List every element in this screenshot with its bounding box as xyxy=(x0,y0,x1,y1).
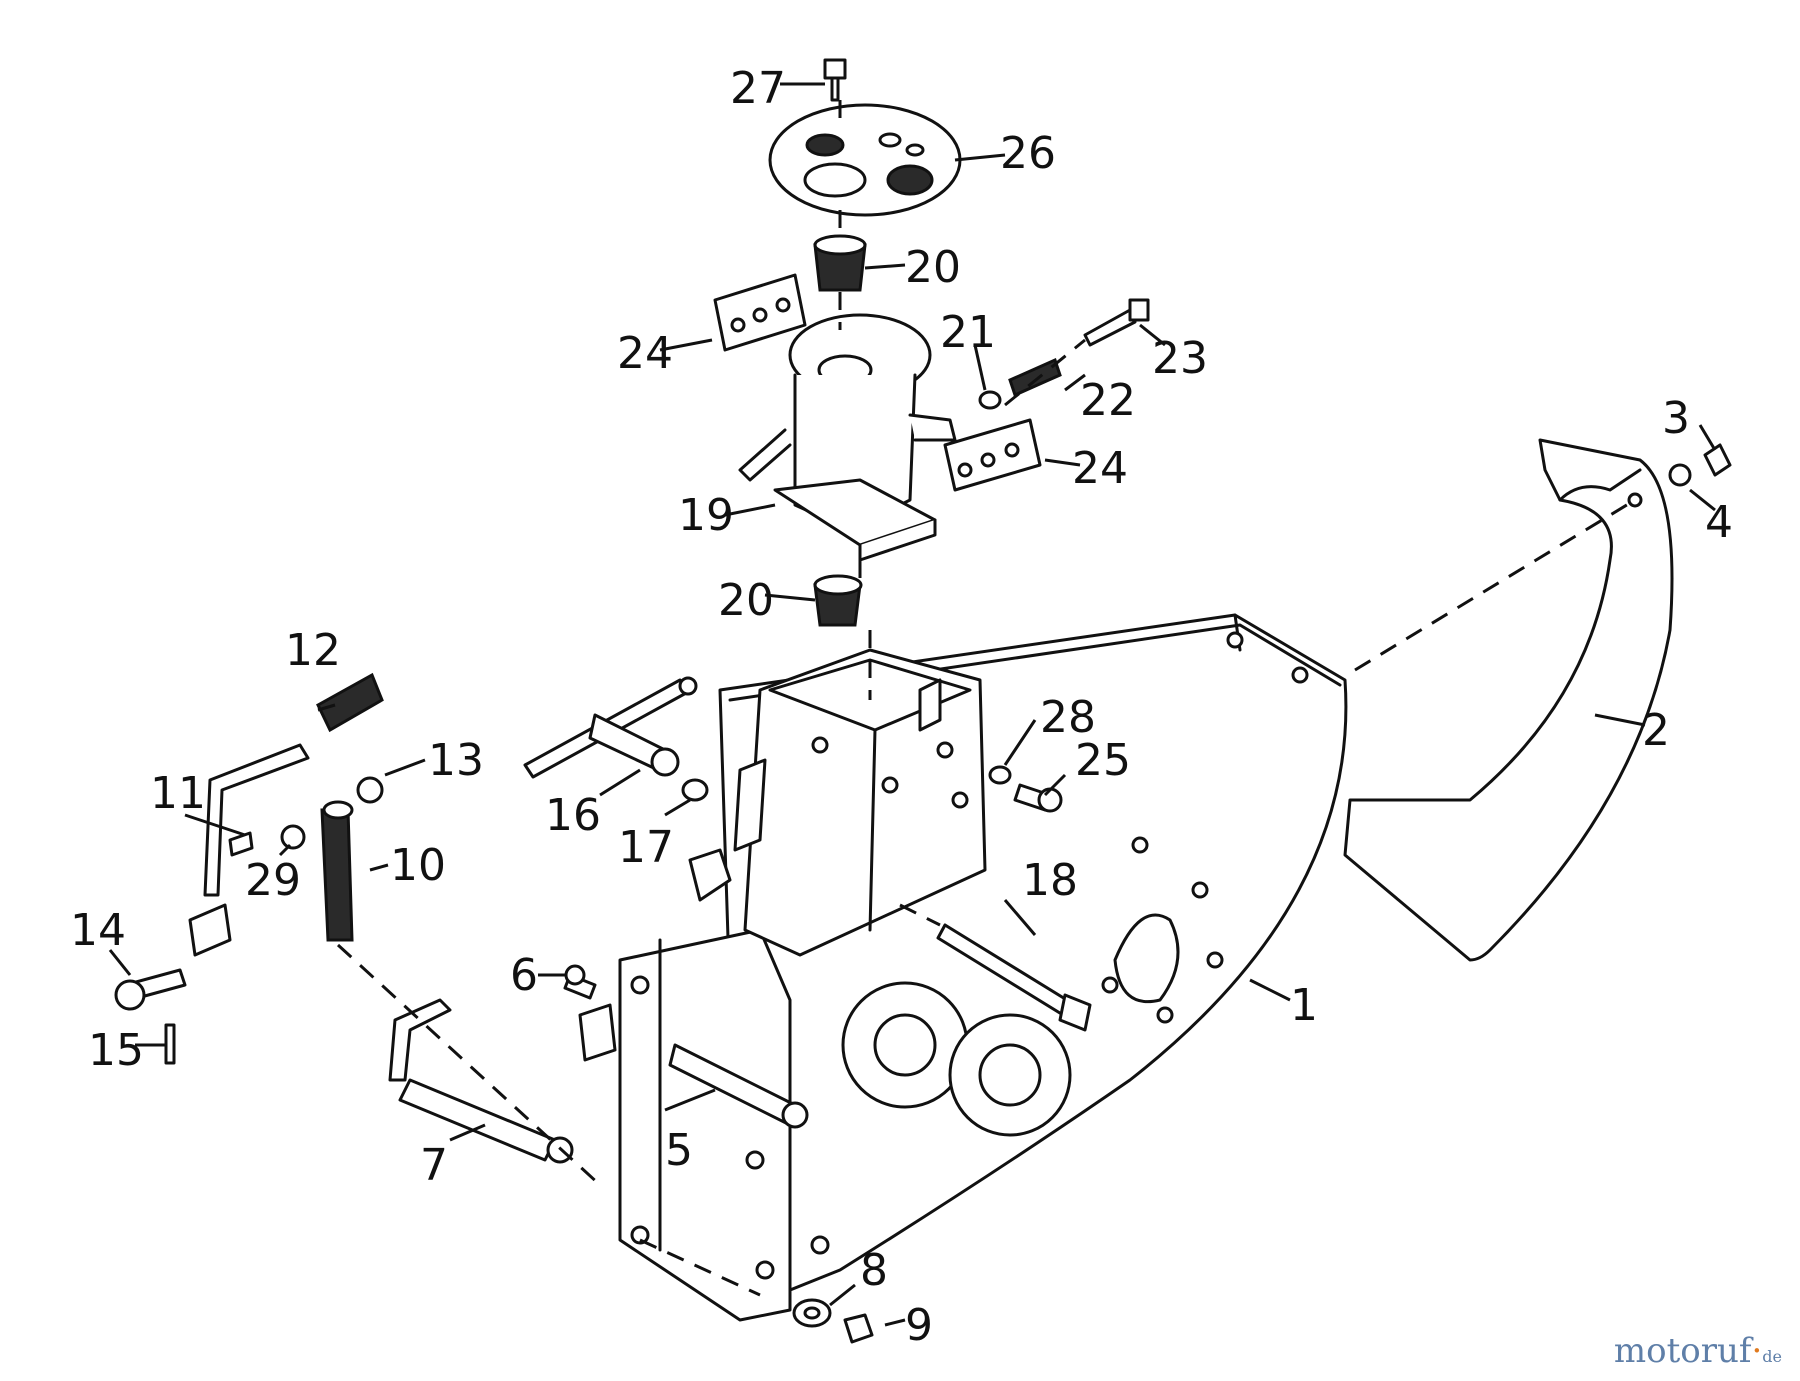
callout-28: 28 xyxy=(1040,692,1096,743)
bolt-and-washer-3-4 xyxy=(1668,443,1732,487)
callout-1: 1 xyxy=(1290,980,1318,1031)
guard-plate xyxy=(1343,438,1674,962)
callout-10: 10 xyxy=(390,840,446,891)
bolt-23 xyxy=(1083,298,1150,347)
callout-11: 11 xyxy=(150,768,206,819)
callout-22: 22 xyxy=(1080,375,1136,426)
washer-8 xyxy=(792,1298,832,1328)
callout-2: 2 xyxy=(1642,705,1670,756)
spring-20-lower xyxy=(813,574,863,627)
callout-7: 7 xyxy=(420,1140,448,1191)
callout-3: 3 xyxy=(1662,393,1690,444)
callout-5: 5 xyxy=(665,1125,693,1176)
spring-12 xyxy=(316,672,384,733)
callout-25: 25 xyxy=(1075,735,1131,786)
callout-20-upper: 20 xyxy=(905,242,961,293)
callout-12: 12 xyxy=(285,625,341,676)
callout-24-upper: 24 xyxy=(617,328,673,379)
nut-9 xyxy=(843,1313,874,1344)
shaft-16 xyxy=(523,676,698,779)
plate-24-lower xyxy=(943,418,1042,492)
callout-14: 14 xyxy=(70,905,126,956)
callout-16: 16 xyxy=(545,790,601,841)
nut-13 xyxy=(356,776,384,804)
callout-numbers: 27 26 20 24 21 22 23 24 19 20 3 4 2 28 2… xyxy=(70,63,1733,1351)
callout-23: 23 xyxy=(1152,333,1208,384)
lever-11 xyxy=(188,743,310,957)
callout-21: 21 xyxy=(940,307,996,358)
callout-27: 27 xyxy=(730,63,786,114)
callout-9: 9 xyxy=(905,1300,933,1351)
top-cap xyxy=(768,103,962,217)
bolt-6 xyxy=(563,964,597,1000)
callout-24-lower: 24 xyxy=(1072,443,1128,494)
callout-15: 15 xyxy=(88,1025,144,1076)
watermark-dot: · xyxy=(1751,1331,1763,1371)
callout-17: 17 xyxy=(618,822,674,873)
leader-lines xyxy=(108,82,1717,1327)
washer-21 xyxy=(978,390,1002,410)
callout-18: 18 xyxy=(1022,855,1078,906)
spindle-housing xyxy=(738,313,957,562)
screw-27 xyxy=(823,58,847,102)
bolt-18 xyxy=(936,923,1092,1032)
site-watermark: motoruf·de xyxy=(1614,1331,1782,1371)
washer-17 xyxy=(681,778,709,802)
washer-28 xyxy=(988,765,1012,785)
spring-10 xyxy=(320,800,354,942)
assembly-lines xyxy=(336,100,1636,1297)
callout-4: 4 xyxy=(1705,497,1733,548)
callout-13: 13 xyxy=(428,735,484,786)
pin-5 xyxy=(668,1043,809,1129)
watermark-text: motoruf xyxy=(1613,1331,1752,1371)
callout-19: 19 xyxy=(678,490,734,541)
spring-20-upper xyxy=(813,234,867,292)
watermark-tld: de xyxy=(1762,1347,1782,1366)
callout-29: 29 xyxy=(245,855,301,906)
callout-26: 26 xyxy=(1000,128,1056,179)
callout-6: 6 xyxy=(510,950,538,1001)
pin-14 xyxy=(114,968,187,1011)
spring-22 xyxy=(1008,357,1062,398)
nut-29 xyxy=(228,824,306,857)
shaft-7 xyxy=(388,998,574,1164)
callout-8: 8 xyxy=(860,1245,888,1296)
plate-24-upper xyxy=(713,273,807,352)
callout-20-lower: 20 xyxy=(718,575,774,626)
pin-15 xyxy=(164,1023,176,1065)
